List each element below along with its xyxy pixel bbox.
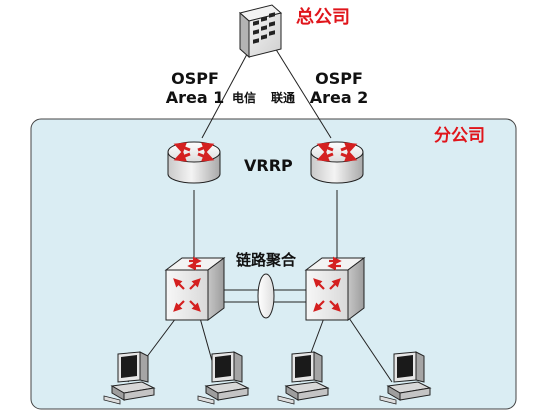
left-link-protocol: OSPF — [171, 69, 219, 88]
switch-icon — [304, 256, 366, 321]
wan-link-right — [271, 42, 332, 139]
workstation-icon — [103, 351, 156, 405]
access-link-4 — [348, 317, 393, 383]
vrrp-label: VRRP — [244, 156, 293, 175]
branch-region — [30, 118, 517, 410]
left-link-routing: OSPF Area 1 — [160, 69, 230, 107]
router-icon — [167, 141, 221, 184]
left-link-carrier: 电信 — [232, 91, 257, 105]
switch-left — [164, 256, 226, 321]
aggregation-oval — [257, 273, 275, 319]
workstation-3 — [277, 351, 330, 405]
branch-label: 分公司 — [434, 126, 485, 146]
workstation-icon — [277, 351, 330, 405]
workstation-icon — [379, 351, 432, 405]
workstation-1 — [103, 351, 156, 405]
right-link-routing: OSPF Area 2 — [304, 69, 374, 107]
right-link-area: Area 2 — [309, 88, 369, 107]
link-aggregation-label: 链路聚合 — [236, 251, 297, 269]
switch-icon — [164, 256, 226, 321]
router-right — [310, 141, 364, 184]
right-link-protocol: OSPF — [315, 69, 363, 88]
headquarters-label: 总公司 — [296, 7, 350, 28]
right-link-carrier: 联通 — [271, 91, 296, 105]
router-left — [167, 141, 221, 184]
workstation-2 — [197, 351, 250, 405]
router-icon — [310, 141, 364, 184]
server-icon — [238, 4, 283, 59]
workstation-4 — [379, 351, 432, 405]
left-link-area: Area 1 — [165, 88, 225, 107]
wan-link-left — [201, 42, 254, 139]
workstation-icon — [197, 351, 250, 405]
switch-right — [304, 256, 366, 321]
